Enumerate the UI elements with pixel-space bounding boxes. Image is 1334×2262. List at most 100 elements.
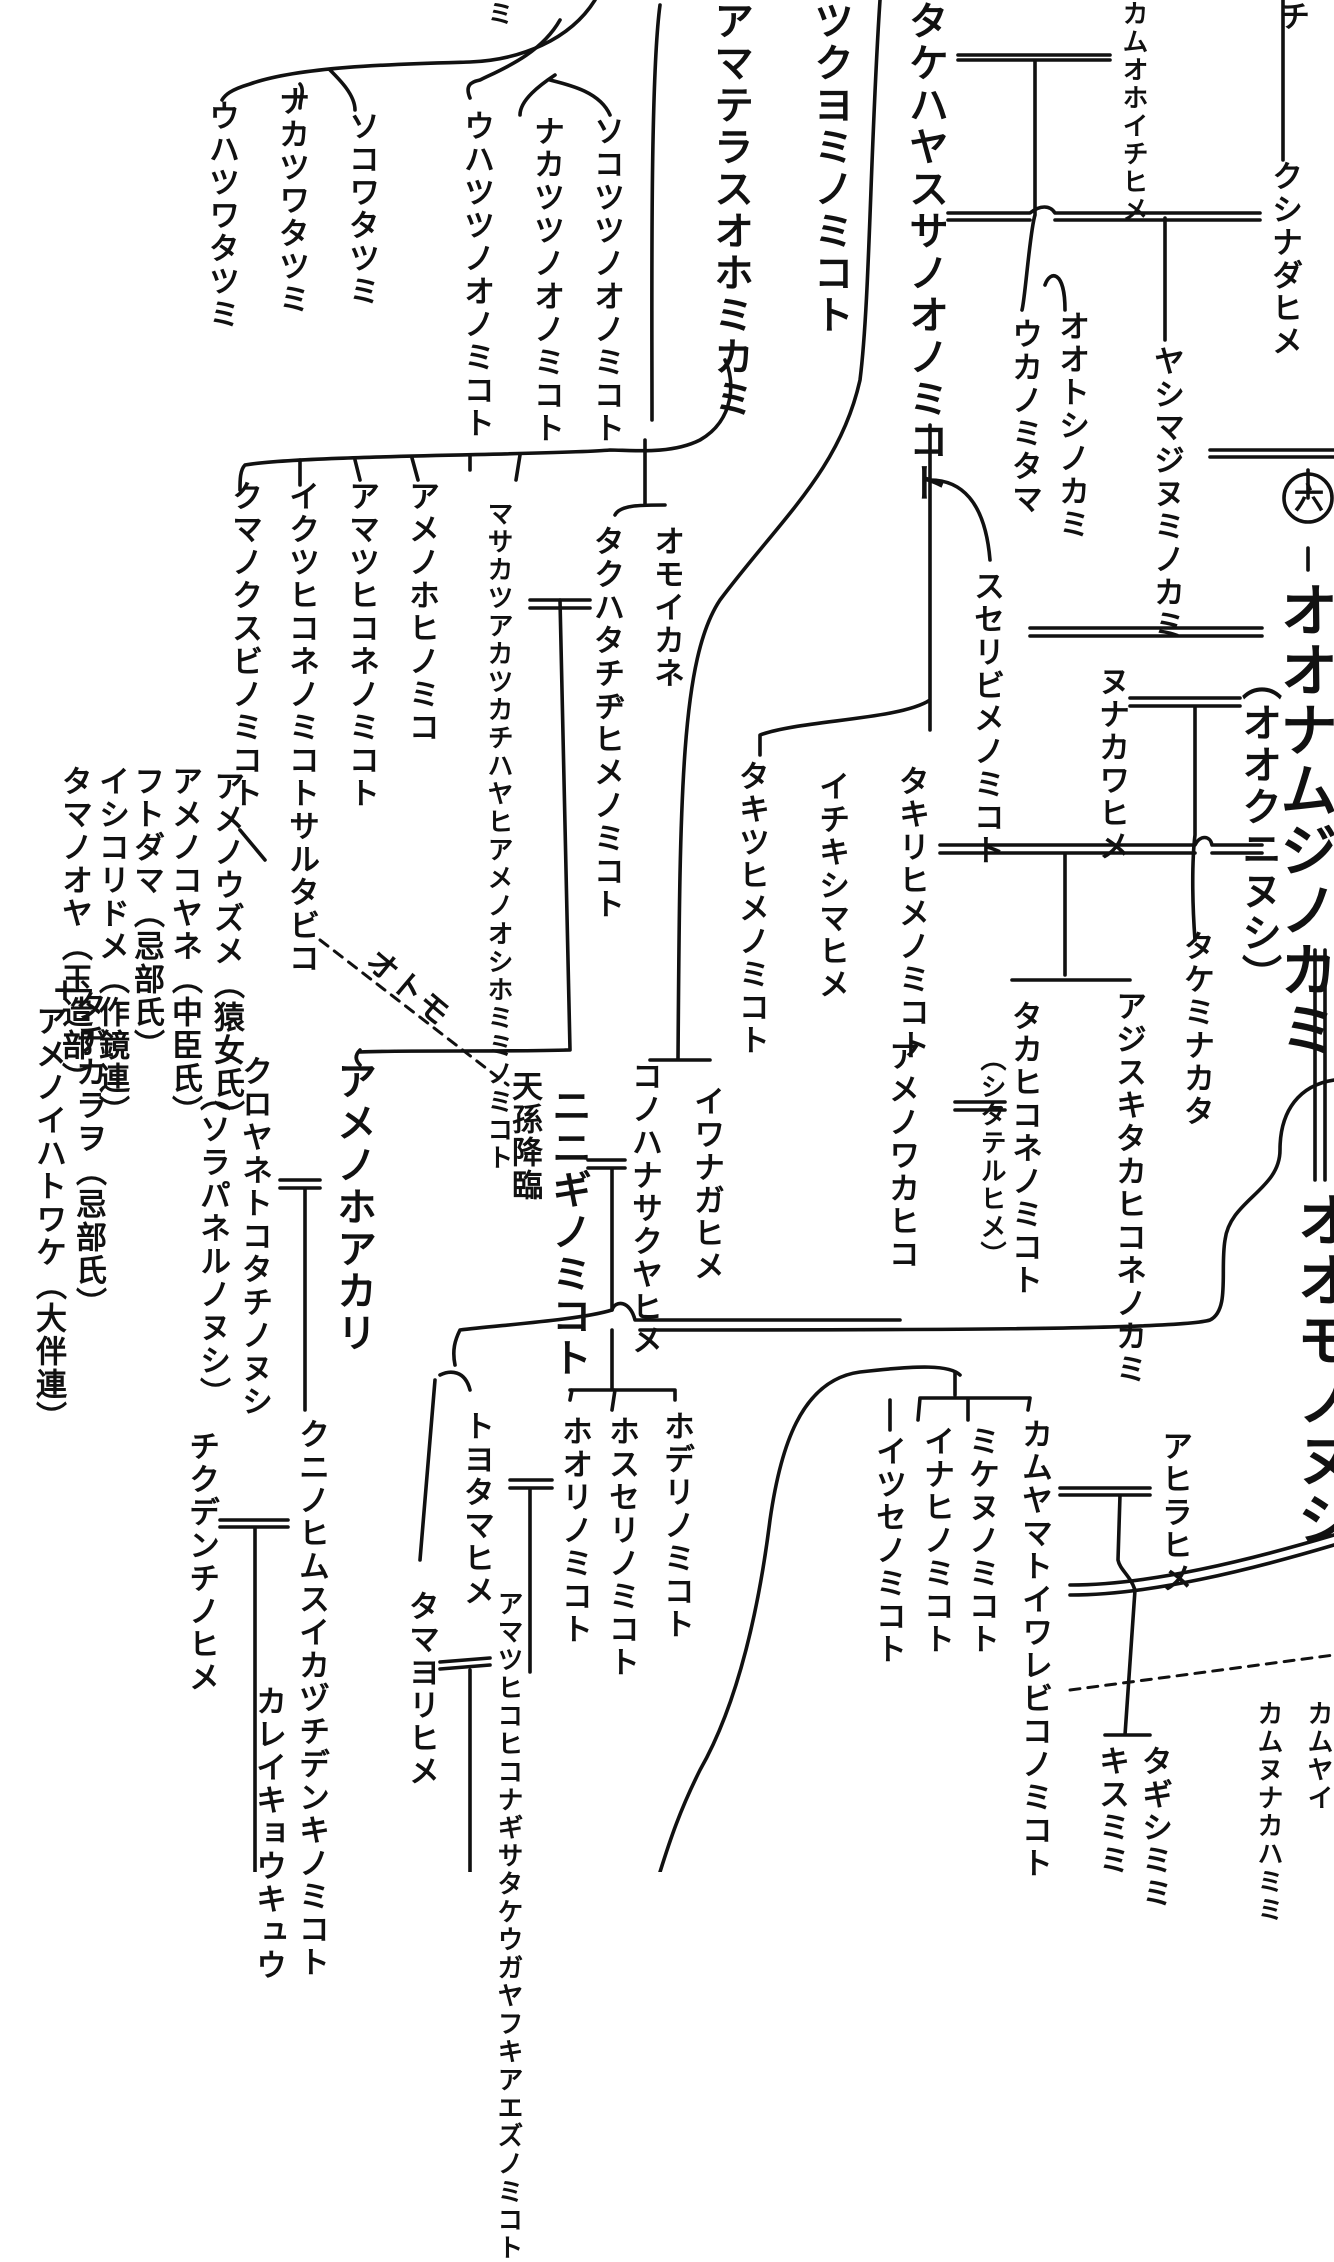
amenoiwato: アメノイハトワケ（大伴連） [30,1005,66,1434]
line-masakatsu-marriage [528,598,592,610]
kisumimi: キスミミ [1093,1745,1129,1877]
ugaya: アマツヒコヒコナギサタケウガヤフキアエズノミコト [493,1590,523,2262]
futodama: フトダマ（忌部氏） [128,765,164,1062]
line-amenohoakari-top [354,1048,362,1067]
hoderi: ホデリノミコト [658,1410,694,1641]
amatsuhikone: アマツヒコネノミコト [343,480,379,810]
takitsu: タキツヒメノミコト [733,760,769,1057]
top-partial-label: ミ [483,0,513,28]
line-third-marriage [938,835,1264,982]
masakatsu: マサカツアカツカチハヤヒアメノオシホミミノミコト [483,500,513,1172]
line-sarutabiko-otomo [318,938,510,1087]
soko-tsutsuo: ソコツツノオノミコト [588,115,624,445]
amenowakahiko: アメノワカヒコ [883,1040,919,1271]
hoori: ホオリノミコト [556,1415,592,1646]
takahikone: タカヒコネノミコト [1006,1000,1042,1297]
line-nunakawa-marriage [1128,696,1242,942]
line-hoori-marriage [508,1478,554,1674]
soko-watatsumi: ソコワタツミ [343,110,379,308]
omoikane: オモイカネ [648,525,684,690]
sarutabiko: サルタビコ [283,810,319,975]
jimmu: カムヤマトイワレビコノミコト [1016,1418,1052,1880]
karei: カレイキョウキュウ [250,1685,286,1982]
line-omoikane [613,438,667,517]
toyotama: トヨタマヒメ [458,1410,494,1608]
mikenu: ミケヌノミコト [963,1425,999,1656]
ishikoridome: イシコリドメ（作鏡連） [93,765,129,1128]
ikutsuhikone: イクツヒコネノミコト [283,480,319,810]
kamuyai: カムヤイ [1303,1700,1333,1812]
kuninohimusu: クニノヒムスイカヅチデンキノミコト [293,1418,329,1979]
line-children-ticks [298,453,522,487]
susanoo: タケハヤスサノオノミコト [902,0,948,504]
line-okuninushi-top [1208,448,1334,572]
line-watatsumi-branch [298,68,357,112]
line-ahira-marriage [1058,1486,1152,1737]
uhatsu-watatsumi: ウハツワタツミ [203,100,239,331]
line-kamuohoichi-marriage [956,53,1112,312]
genealogy-lines [218,0,1334,1872]
line-jimmu-children [888,1370,1032,1432]
line-uzume-tick [238,828,267,862]
line-amaterasu-down [238,3,733,492]
tajikarao: タヂカラヲ（忌部氏） [70,990,106,1320]
ahira: アヒラヒメ [1156,1430,1192,1595]
kushinada: クシナダヒメ [1266,160,1302,358]
top-right-partial-label: チ [1273,0,1309,33]
kamununakawa: カムヌナカハミミ [1253,1700,1283,1924]
line-amenohoakari-marriage [278,1178,322,1412]
uwa-tsutsuo: ウハツツノオノミコト [458,110,494,440]
kuroyane: クロヤネトコタチノヌシ [236,1055,272,1418]
hoseri: ホスセリノミコト [603,1415,639,1679]
line-hoori-group [568,1328,677,1412]
chikudenchi: チクデンチノヒメ [183,1430,219,1694]
line-tamayori-marriage [438,1656,492,1872]
iwanaga: イワナガヒメ [688,1085,724,1283]
amaterasu: アマテラスオホミカミ [707,0,753,420]
yashimajinumi: ヤシマジヌミノカミ [1148,345,1184,642]
line-suseri-marriage [1028,626,1264,638]
line-ninigi-down [358,598,572,1054]
konohanasakuya: コノハナサクヤヒメ [626,1060,662,1357]
itsuse: イツセノミコト [870,1435,906,1666]
uzume: アメノウズメ（猿女氏） [208,770,244,1133]
line-jimmu-curve [658,1365,962,1872]
inahi: イナヒノミコト [918,1425,954,1656]
naka-tsutsuo: ナカツツノオノミコト [528,115,564,445]
line-tsutsuo-branch [466,18,612,117]
line-jimmu-second-marriage [1068,1533,1334,1597]
line-tsukuyomi-down [648,0,882,1062]
koyane: アメノコヤネ（中臣氏） [166,765,202,1128]
takuhatachiji: タクハタチヂヒメノミコト [588,525,624,921]
line-kushinada-marriage [946,205,1262,342]
suseri: スセリビメノミコト [968,570,1004,867]
amenohoakari: アメノホアカリ [330,1060,376,1354]
circle-six [1282,472,1334,524]
tagishimimi: タギシミミ [1136,1745,1172,1910]
tamayori: タマヨリヒメ [403,1590,439,1788]
tenson-korin: 天孫降臨 [506,1070,542,1202]
tamanoya: タマノオヤ（玉造部） [56,765,92,1095]
line-okuninushi-right [1313,948,1327,1182]
takahikone-alias: （シタテルヒメ） [976,1045,1006,1269]
line-top-branch [220,0,597,102]
takeminakata: タケミナカタ [1178,930,1214,1128]
ichikishima: イチキシマヒメ [813,770,849,1001]
ajisuki: アジスキタカヒコネノカミ [1110,990,1146,1386]
okuninushi-main: オオナムジノカミ [1270,580,1334,1060]
line-ninigi-children [452,1301,902,1367]
takiri: タキリヒメノミコト [893,765,929,1062]
line-toyotama [418,1370,472,1562]
line-dashed-right [1068,1653,1334,1692]
line-oomononushi-curve [638,1078,1334,1332]
line-ninigi-marriage [586,1158,627,1312]
amenohohi: アメノホヒノミコ [403,480,439,744]
ukanomitama: ウカノミタマ [1006,318,1042,516]
line-wakahiko [953,1100,1007,1112]
line-susanoo-down [758,423,992,757]
kumanokusubi: クマノクスビノミコト [226,480,262,810]
otoshi: オオトシノカミ [1053,310,1089,541]
line-chikudenchi-marriage [218,1518,290,1872]
okuninushi-alias: （オオクニヌシ） [1235,660,1281,996]
plus-sign: + [52,972,80,1008]
